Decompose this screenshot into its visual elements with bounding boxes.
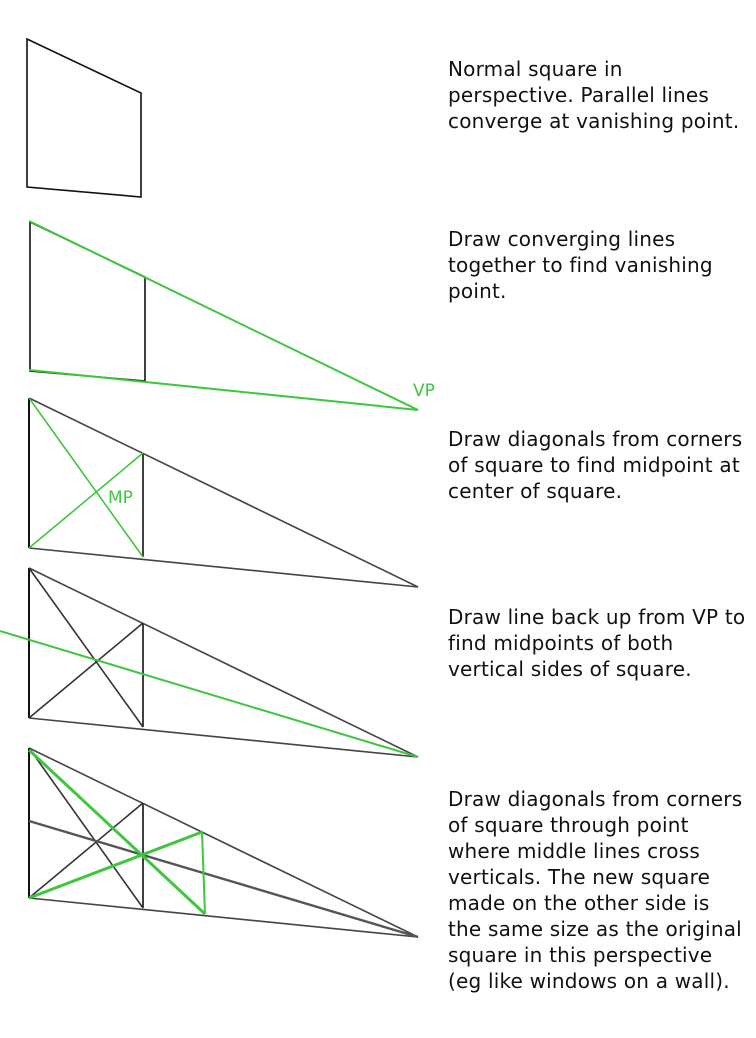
mp-label: MP bbox=[108, 488, 133, 508]
step-1-caption: Normal square in perspective. Parallel l… bbox=[448, 57, 740, 133]
perspective-square bbox=[26, 37, 142, 198]
diagonal-2 bbox=[28, 622, 144, 719]
bottom-line bbox=[28, 717, 419, 758]
step-4-figure bbox=[0, 567, 419, 758]
midline-from-vp bbox=[28, 819, 419, 939]
diagonal-1 bbox=[28, 567, 144, 728]
diagonal-1 bbox=[28, 747, 144, 909]
step-5-figure bbox=[27, 747, 419, 939]
diagonal-2 bbox=[28, 452, 144, 549]
converging-line-top bbox=[28, 220, 419, 411]
vp-label: VP bbox=[413, 381, 435, 401]
bottom-line bbox=[28, 547, 419, 588]
step-2-caption: Draw converging lines together to find v… bbox=[448, 227, 713, 303]
new-square-right-edge bbox=[201, 831, 206, 915]
converging-line-bottom bbox=[28, 369, 419, 411]
top-line bbox=[28, 567, 419, 758]
top-line bbox=[28, 747, 419, 938]
new-diagonal-1 bbox=[27, 748, 207, 916]
top-line bbox=[28, 397, 419, 588]
bottom-line bbox=[28, 897, 419, 938]
step-4-caption: Draw line back up from VP to find midpoi… bbox=[448, 605, 746, 681]
perspective-square bbox=[29, 220, 146, 382]
step-1-figure bbox=[26, 37, 142, 198]
step-5-caption: Draw diagonals from corners of square th… bbox=[448, 787, 743, 993]
midline-from-vp bbox=[0, 630, 419, 758]
step-3-caption: Draw diagonals from corners of square to… bbox=[448, 427, 743, 503]
step-2-figure: VP bbox=[28, 220, 435, 411]
diagonal-2 bbox=[28, 802, 144, 899]
step-3-figure: MP bbox=[28, 397, 419, 588]
new-diagonal-2 bbox=[28, 830, 203, 900]
diagonal-1 bbox=[28, 397, 144, 558]
